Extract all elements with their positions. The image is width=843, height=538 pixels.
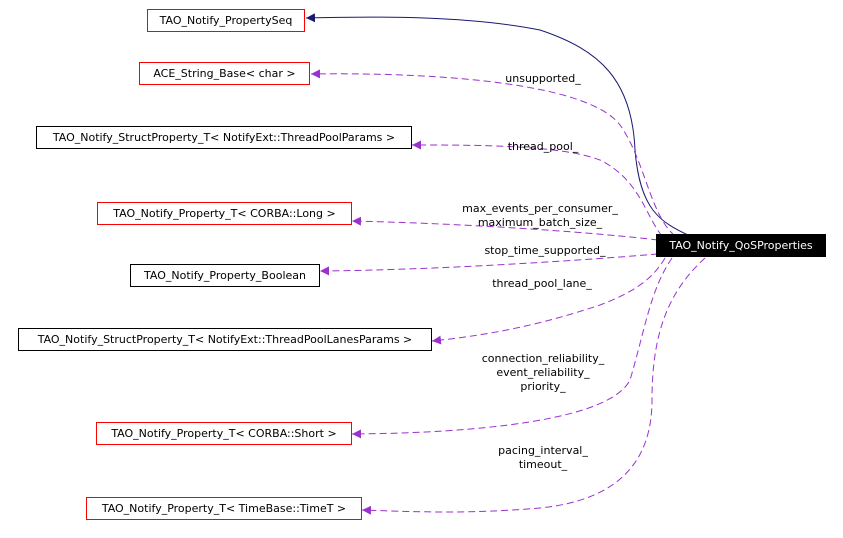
label-connection-reliability: connection_reliability_ [481,352,605,365]
label-thread-pool-lane: thread_pool_lane_ [492,277,592,290]
class-struct-lanes[interactable]: TAO_Notify_StructProperty_T< NotifyExt::… [18,328,432,351]
label-thread-pool: thread_pool_ [507,140,579,153]
class-qos-properties[interactable]: TAO_Notify_QoSProperties [656,234,826,257]
label-max-events: max_events_per_consumer_ [462,202,618,215]
class-prop-short[interactable]: TAO_Notify_Property_T< CORBA::Short > [96,422,352,445]
edge-short [351,257,673,439]
class-struct-threadpool[interactable]: TAO_Notify_StructProperty_T< NotifyExt::… [36,126,412,149]
label-stop-time: stop_time_supported_ [484,244,606,257]
edge-unsupported [310,69,676,237]
label-unsupported: unsupported_ [505,72,581,85]
class-string-base[interactable]: ACE_String_Base< char > [139,62,310,85]
edge-thread-pool [411,140,663,237]
label-priority: priority_ [520,380,566,393]
label-timeout: timeout_ [518,458,568,471]
edge-time [361,257,706,515]
edge-thread-pool-lane [431,257,666,345]
edge-long [351,216,659,241]
label-max-batch: maximum_batch_size_ [477,216,603,229]
label-event-reliability: event_reliability_ [496,366,590,379]
class-prop-long[interactable]: TAO_Notify_Property_T< CORBA::Long > [97,202,352,225]
inheritance-edge [305,13,691,237]
label-pacing-interval: pacing_interval_ [498,444,588,457]
class-prop-boolean[interactable]: TAO_Notify_Property_Boolean [130,264,320,287]
class-property-seq[interactable]: TAO_Notify_PropertySeq [147,9,305,32]
class-prop-time[interactable]: TAO_Notify_Property_T< TimeBase::TimeT > [86,497,362,520]
